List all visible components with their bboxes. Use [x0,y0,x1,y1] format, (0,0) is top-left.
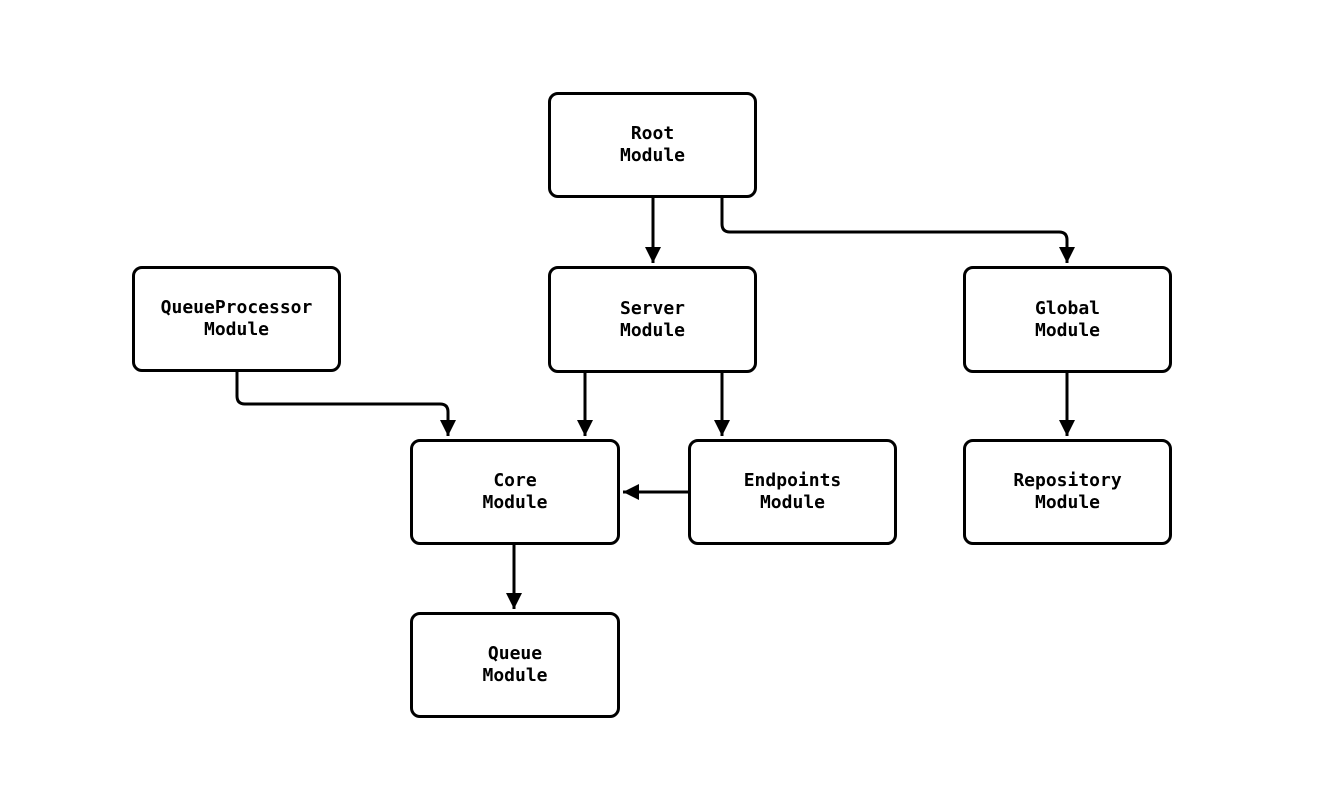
node-endpoints-module-label: Endpoints Module [743,470,842,513]
edge-root-to-global [720,198,1075,263]
node-server-module-label: Server Module [619,297,686,341]
node-queue-module: Queue Module [410,612,620,718]
node-global-module: Global Module [963,266,1172,373]
node-repository-module-label: Repository Module [1013,470,1122,513]
node-core-module: Core Module [410,439,620,545]
node-queueprocessor-module: QueueProcessor Module [132,266,341,372]
node-core-module-label: Core Module [482,470,548,513]
node-repository-module: Repository Module [963,439,1172,545]
node-server-module: Server Module [548,266,757,373]
node-root-module-label: Root Module [619,123,686,166]
edge-queueprocessor-to-core [235,372,456,436]
node-endpoints-module: Endpoints Module [688,439,897,545]
node-root-module: Root Module [548,92,757,198]
node-queue-module-label: Queue Module [482,643,548,686]
node-queueprocessor-module-label: QueueProcessor Module [160,297,313,340]
node-global-module-label: Global Module [1034,297,1101,341]
